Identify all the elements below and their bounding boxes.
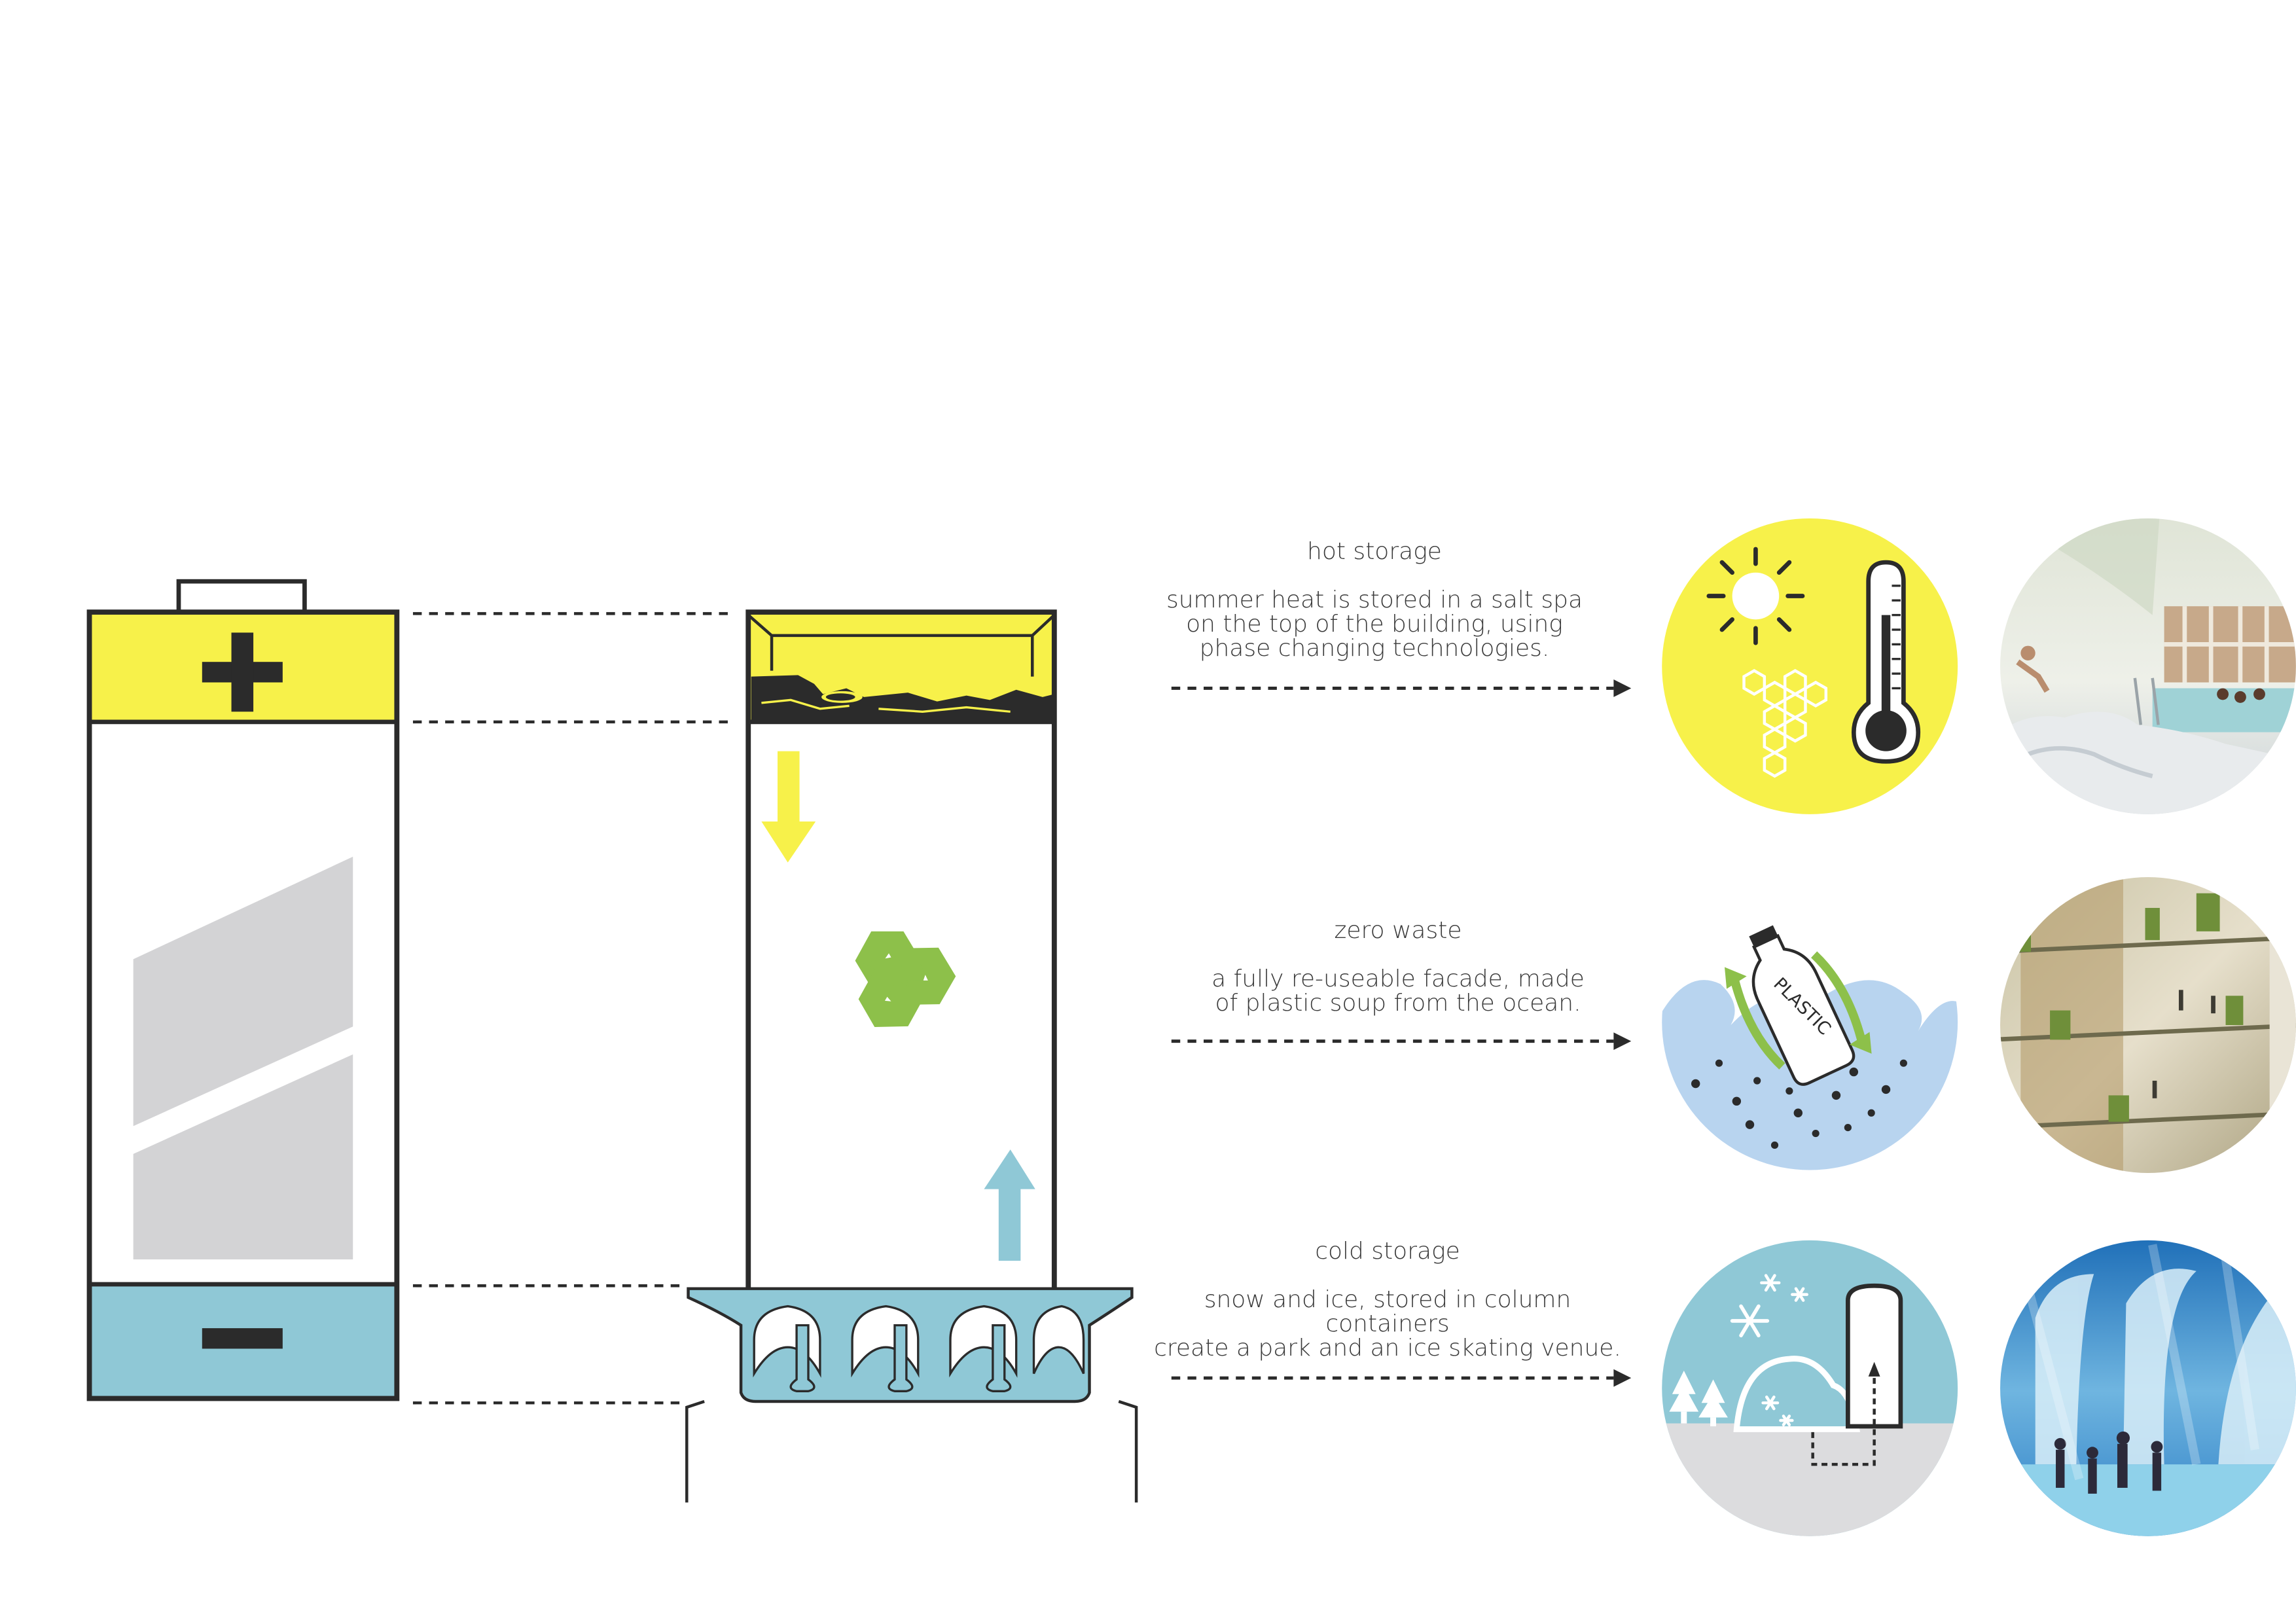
zero-waste-line-1: a fully re-useable facade, made xyxy=(1211,965,1585,992)
cold-storage-line-2: containers xyxy=(1325,1310,1450,1337)
hot-storage-line-1: summer heat is stored in a salt spa xyxy=(1166,586,1583,613)
cold-storage-description: snow and ice, stored in column container… xyxy=(1109,1288,1666,1360)
section-arrows xyxy=(1171,679,1632,1387)
battery-icon xyxy=(86,579,400,1401)
zero-waste-description: a fully re-useable facade, made of plast… xyxy=(1153,967,1643,1015)
thermometer-icon xyxy=(1851,560,1921,764)
cold-up-arrow xyxy=(984,1149,1035,1261)
podium-block xyxy=(685,1399,1138,1503)
battery-body-outline xyxy=(86,609,400,1401)
cold-storage-line-1: snow and ice, stored in column xyxy=(1204,1286,1571,1313)
building-section xyxy=(685,609,1138,1503)
tree-icon xyxy=(1669,1370,1728,1426)
battery-terminal xyxy=(176,579,307,615)
cold-storage-badge xyxy=(1662,1240,1958,1536)
snowflake-icon xyxy=(1730,1274,1808,1426)
recycle-icon xyxy=(855,931,956,1027)
minus-icon xyxy=(202,1328,283,1349)
ice-column-base xyxy=(687,1287,1134,1403)
ice-park-photo xyxy=(2000,1240,2296,1536)
salt-spa-terraces xyxy=(751,675,1054,722)
salt-spa-perspective xyxy=(747,613,1056,677)
alignment-dashes xyxy=(412,612,732,1405)
column-container xyxy=(1846,1283,1903,1429)
zero-waste-badge: PLASTIC xyxy=(1662,874,1958,1170)
battery-charge-panel-bottom xyxy=(133,1054,353,1259)
hot-storage-heading: hot storage xyxy=(1307,538,1442,565)
battery-charge-panel-top xyxy=(133,856,353,1127)
cold-storage-line-3: create a park and an ice skating venue. xyxy=(1154,1335,1621,1362)
facade-photo xyxy=(2000,877,2296,1173)
hot-storage-line-3: phase changing technologies. xyxy=(1199,635,1550,662)
salt-spa-photo xyxy=(2000,518,2296,814)
hot-storage-line-2: on the top of the building, using xyxy=(1186,611,1563,638)
sun-icon xyxy=(1706,547,1805,645)
plastic-bottle-icon: PLASTIC xyxy=(1725,925,1872,1086)
cold-storage-heading: cold storage xyxy=(1315,1238,1460,1265)
zero-waste-line-2: of plastic soup from the ocean. xyxy=(1215,990,1581,1017)
honeycomb-icon xyxy=(1742,669,1828,778)
hot-storage-description: summer heat is stored in a salt spa on t… xyxy=(1129,588,1620,660)
zero-waste-heading: zero waste xyxy=(1334,917,1462,944)
plus-icon xyxy=(202,632,283,712)
heat-down-arrow xyxy=(761,751,816,863)
hot-storage-badge xyxy=(1662,518,1958,814)
